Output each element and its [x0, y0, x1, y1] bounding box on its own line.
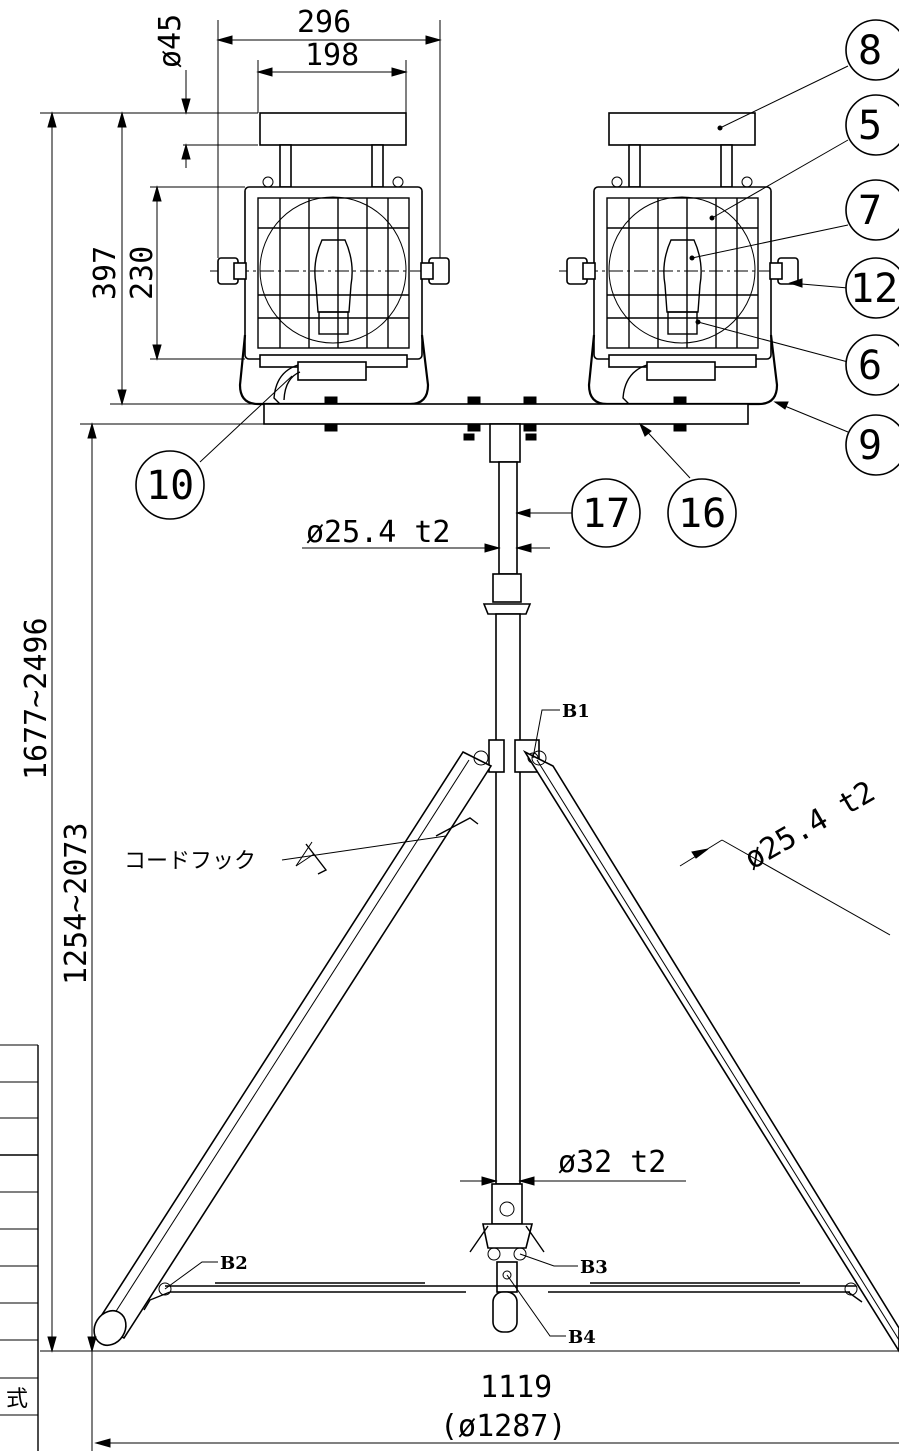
dim-1677: 1677~2496: [19, 617, 54, 780]
dim-1119: 1119: [480, 1370, 552, 1405]
svg-text:6: 6: [858, 343, 882, 389]
balloon-9: 9: [845, 414, 899, 476]
bolt-b3-label: B3: [580, 1257, 608, 1278]
bolt-labels: B1 B2 B3 B4 コードフック: [124, 701, 608, 1348]
bolt-b4-label: B4: [568, 1327, 596, 1348]
dim-230: 230: [125, 246, 160, 300]
svg-text:5: 5: [858, 103, 882, 149]
svg-text:17: 17: [582, 491, 630, 537]
balloon-10: 10: [135, 450, 205, 520]
svg-text:16: 16: [678, 491, 726, 537]
bolt-b2-label: B2: [220, 1253, 248, 1274]
balloon-5: 5: [845, 94, 899, 156]
dim-296: 296: [297, 5, 351, 40]
base-brace: [143, 1282, 863, 1311]
svg-text:8: 8: [858, 28, 882, 74]
svg-text:7: 7: [858, 188, 882, 234]
svg-text:12: 12: [850, 266, 898, 312]
dim-1254: 1254~2073: [59, 822, 94, 985]
mounting-bar: [263, 396, 749, 432]
balloon-7: 7: [845, 179, 899, 241]
parts-table-fragment: 式: [0, 1044, 39, 1451]
dim-198: 198: [305, 38, 359, 73]
dim-pipe-lower: ø32 t2: [558, 1145, 666, 1180]
dim-phi45: ø45: [153, 14, 188, 68]
dim-pipe-leg: ø25.4 t2: [739, 774, 882, 877]
part-balloons: 8 5 7 12 6 9 10 17: [135, 19, 899, 548]
leader-lines: [164, 65, 849, 1337]
balloon-17: 17: [571, 478, 641, 548]
svg-text:10: 10: [146, 463, 194, 509]
cord-hook-label: コードフック: [124, 849, 256, 874]
dim-base-diameter: (ø1287): [440, 1409, 566, 1444]
dimension-lines: [40, 20, 899, 1451]
balloon-6: 6: [845, 334, 899, 396]
svg-text:9: 9: [858, 423, 882, 469]
bolt-b1-label: B1: [562, 701, 590, 722]
right-floodlight: [559, 112, 801, 406]
dim-397: 397: [88, 246, 123, 300]
left-floodlight: [210, 112, 452, 406]
table-cell-text: 式: [6, 1387, 28, 1412]
balloon-16: 16: [667, 478, 737, 548]
dim-pipe-upper: ø25.4 t2: [306, 515, 451, 550]
balloon-12: 12: [845, 257, 899, 319]
central-pole: [463, 423, 545, 1333]
right-leg: [522, 750, 899, 1353]
balloon-8: 8: [845, 19, 899, 81]
left-leg: [93, 750, 493, 1347]
